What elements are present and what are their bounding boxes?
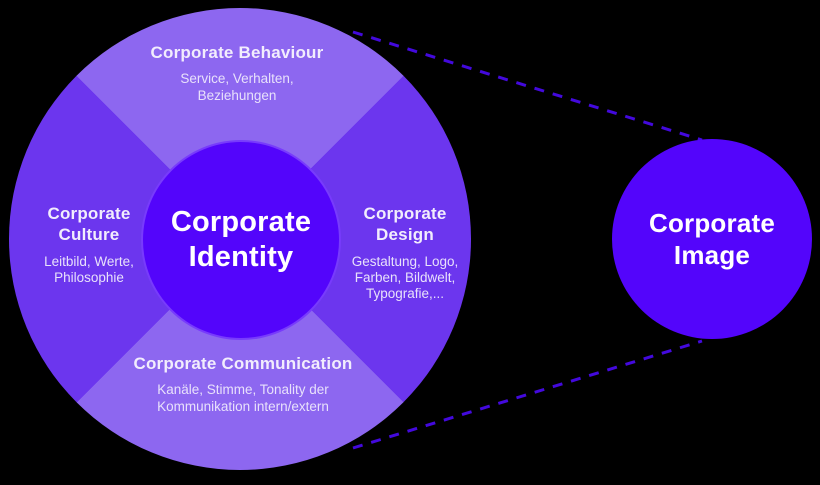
segment-communication-subtitle: Kanäle, Stimme, Tonality der Kommunikati…	[157, 382, 329, 414]
segment-communication: Corporate Communication Kanäle, Stimme, …	[132, 353, 354, 415]
identity-core-title: Corporate Identity	[170, 205, 312, 273]
image-circle: Corporate Image	[612, 139, 812, 339]
segment-communication-title: Corporate Communication	[133, 354, 353, 373]
segment-culture: Corporate Culture Leitbild, Werte, Philo…	[28, 203, 150, 286]
segment-design-title: Corporate Design	[363, 204, 447, 245]
segment-culture-subtitle: Leitbild, Werte, Philosophie	[44, 253, 134, 285]
segment-behaviour-title: Corporate Behaviour	[150, 43, 324, 62]
segment-behaviour: Corporate Behaviour Service, Verhalten, …	[147, 42, 327, 104]
image-circle-title: Corporate Image	[648, 207, 776, 271]
segment-design-subtitle: Gestaltung, Logo, Farben, Bildwelt, Typo…	[351, 253, 459, 302]
segment-behaviour-subtitle: Service, Verhalten, Beziehungen	[180, 71, 294, 103]
segment-design: Corporate Design Gestaltung, Logo, Farbe…	[343, 203, 467, 303]
segment-culture-title: Corporate Culture	[47, 204, 131, 245]
identity-core-circle: Corporate Identity	[141, 140, 341, 340]
